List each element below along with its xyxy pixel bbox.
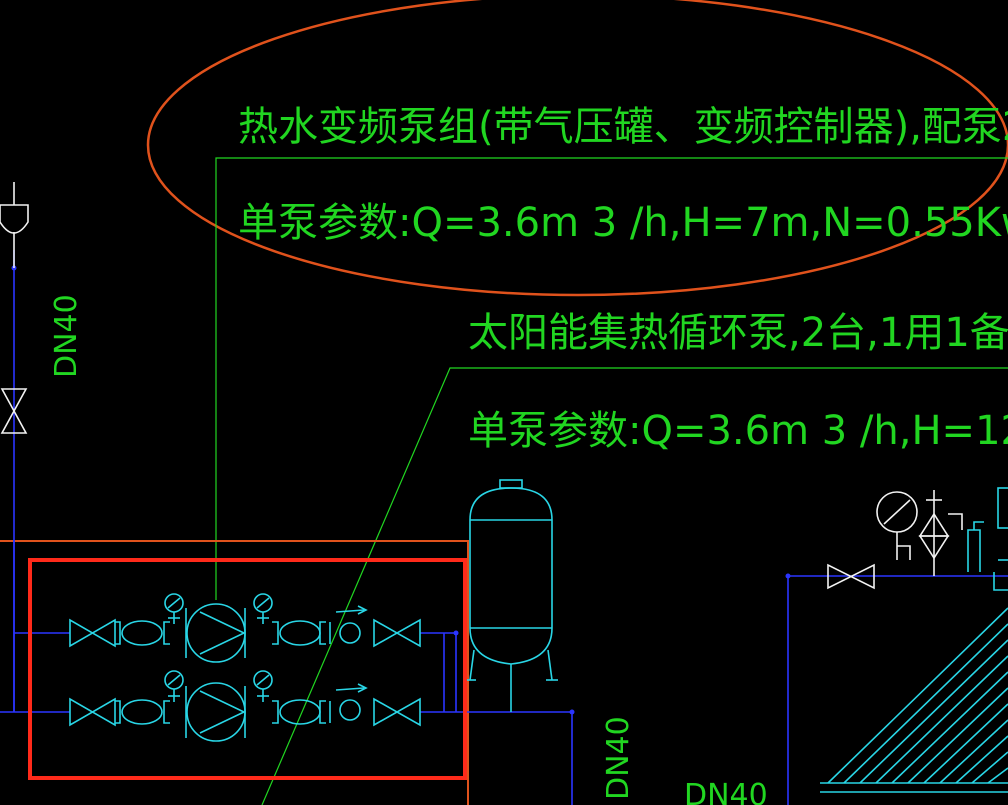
air-vent-icon	[0, 182, 29, 268]
solar-pump-title: 太阳能集热循环泵,2台,1用1备	[468, 310, 1008, 356]
highlight-ellipse	[146, 0, 1008, 297]
pump-train-upper	[69, 593, 421, 663]
orange-frame-line	[0, 540, 469, 805]
gate-valve-icon	[373, 618, 421, 648]
pressure-gauge-icon	[164, 593, 184, 624]
pressure-gauge-icon	[164, 670, 184, 702]
pipe-node	[453, 630, 459, 636]
pump-icon	[185, 603, 246, 663]
gate-valve-icon	[69, 697, 116, 727]
pipe-node	[785, 573, 791, 579]
safety-valve-icon	[918, 490, 963, 576]
hot-water-pump-params: 单泵参数:Q=3.6m 3 /h,H=7m,N=0.55Kw	[238, 200, 1008, 246]
pressure-gauge-icon	[876, 491, 918, 560]
hot-water-pump-title: 热水变频泵组(带气压罐、变频控制器),配泵2台,1用1备	[238, 104, 1008, 150]
flex-joint-icon	[115, 699, 170, 725]
gate-valve-icon	[0, 388, 28, 434]
flex-joint-icon	[115, 620, 170, 646]
drain-fitting-icon	[967, 487, 1008, 591]
highlight-box	[28, 558, 467, 780]
solar-collector-icon	[820, 607, 1008, 793]
pump-icon	[185, 682, 246, 742]
pipe-label-left-riser: DN40	[49, 294, 84, 378]
flex-joint-icon	[272, 620, 326, 646]
pressure-tank-icon	[464, 479, 558, 712]
pressure-gauge-icon	[253, 670, 273, 702]
check-valve-icon	[329, 605, 368, 644]
check-valve-icon	[329, 683, 368, 723]
pipe-label-bottom-right: DN40	[684, 778, 768, 805]
leader-hot-water-pump	[215, 157, 1008, 600]
gate-valve-icon	[69, 618, 116, 648]
pipe-label-bottom-riser: DN40	[601, 716, 636, 800]
gate-valve-icon	[827, 563, 875, 590]
pipe-node	[569, 709, 575, 715]
solar-pump-params: 单泵参数:Q=3.6m 3 /h,H=12m,N	[468, 408, 1008, 454]
flex-joint-icon	[272, 699, 326, 725]
gate-valve-icon	[373, 697, 421, 727]
leader-solar-pump	[261, 367, 1008, 805]
pressure-gauge-icon	[253, 593, 273, 624]
pump-train-lower	[69, 670, 421, 742]
